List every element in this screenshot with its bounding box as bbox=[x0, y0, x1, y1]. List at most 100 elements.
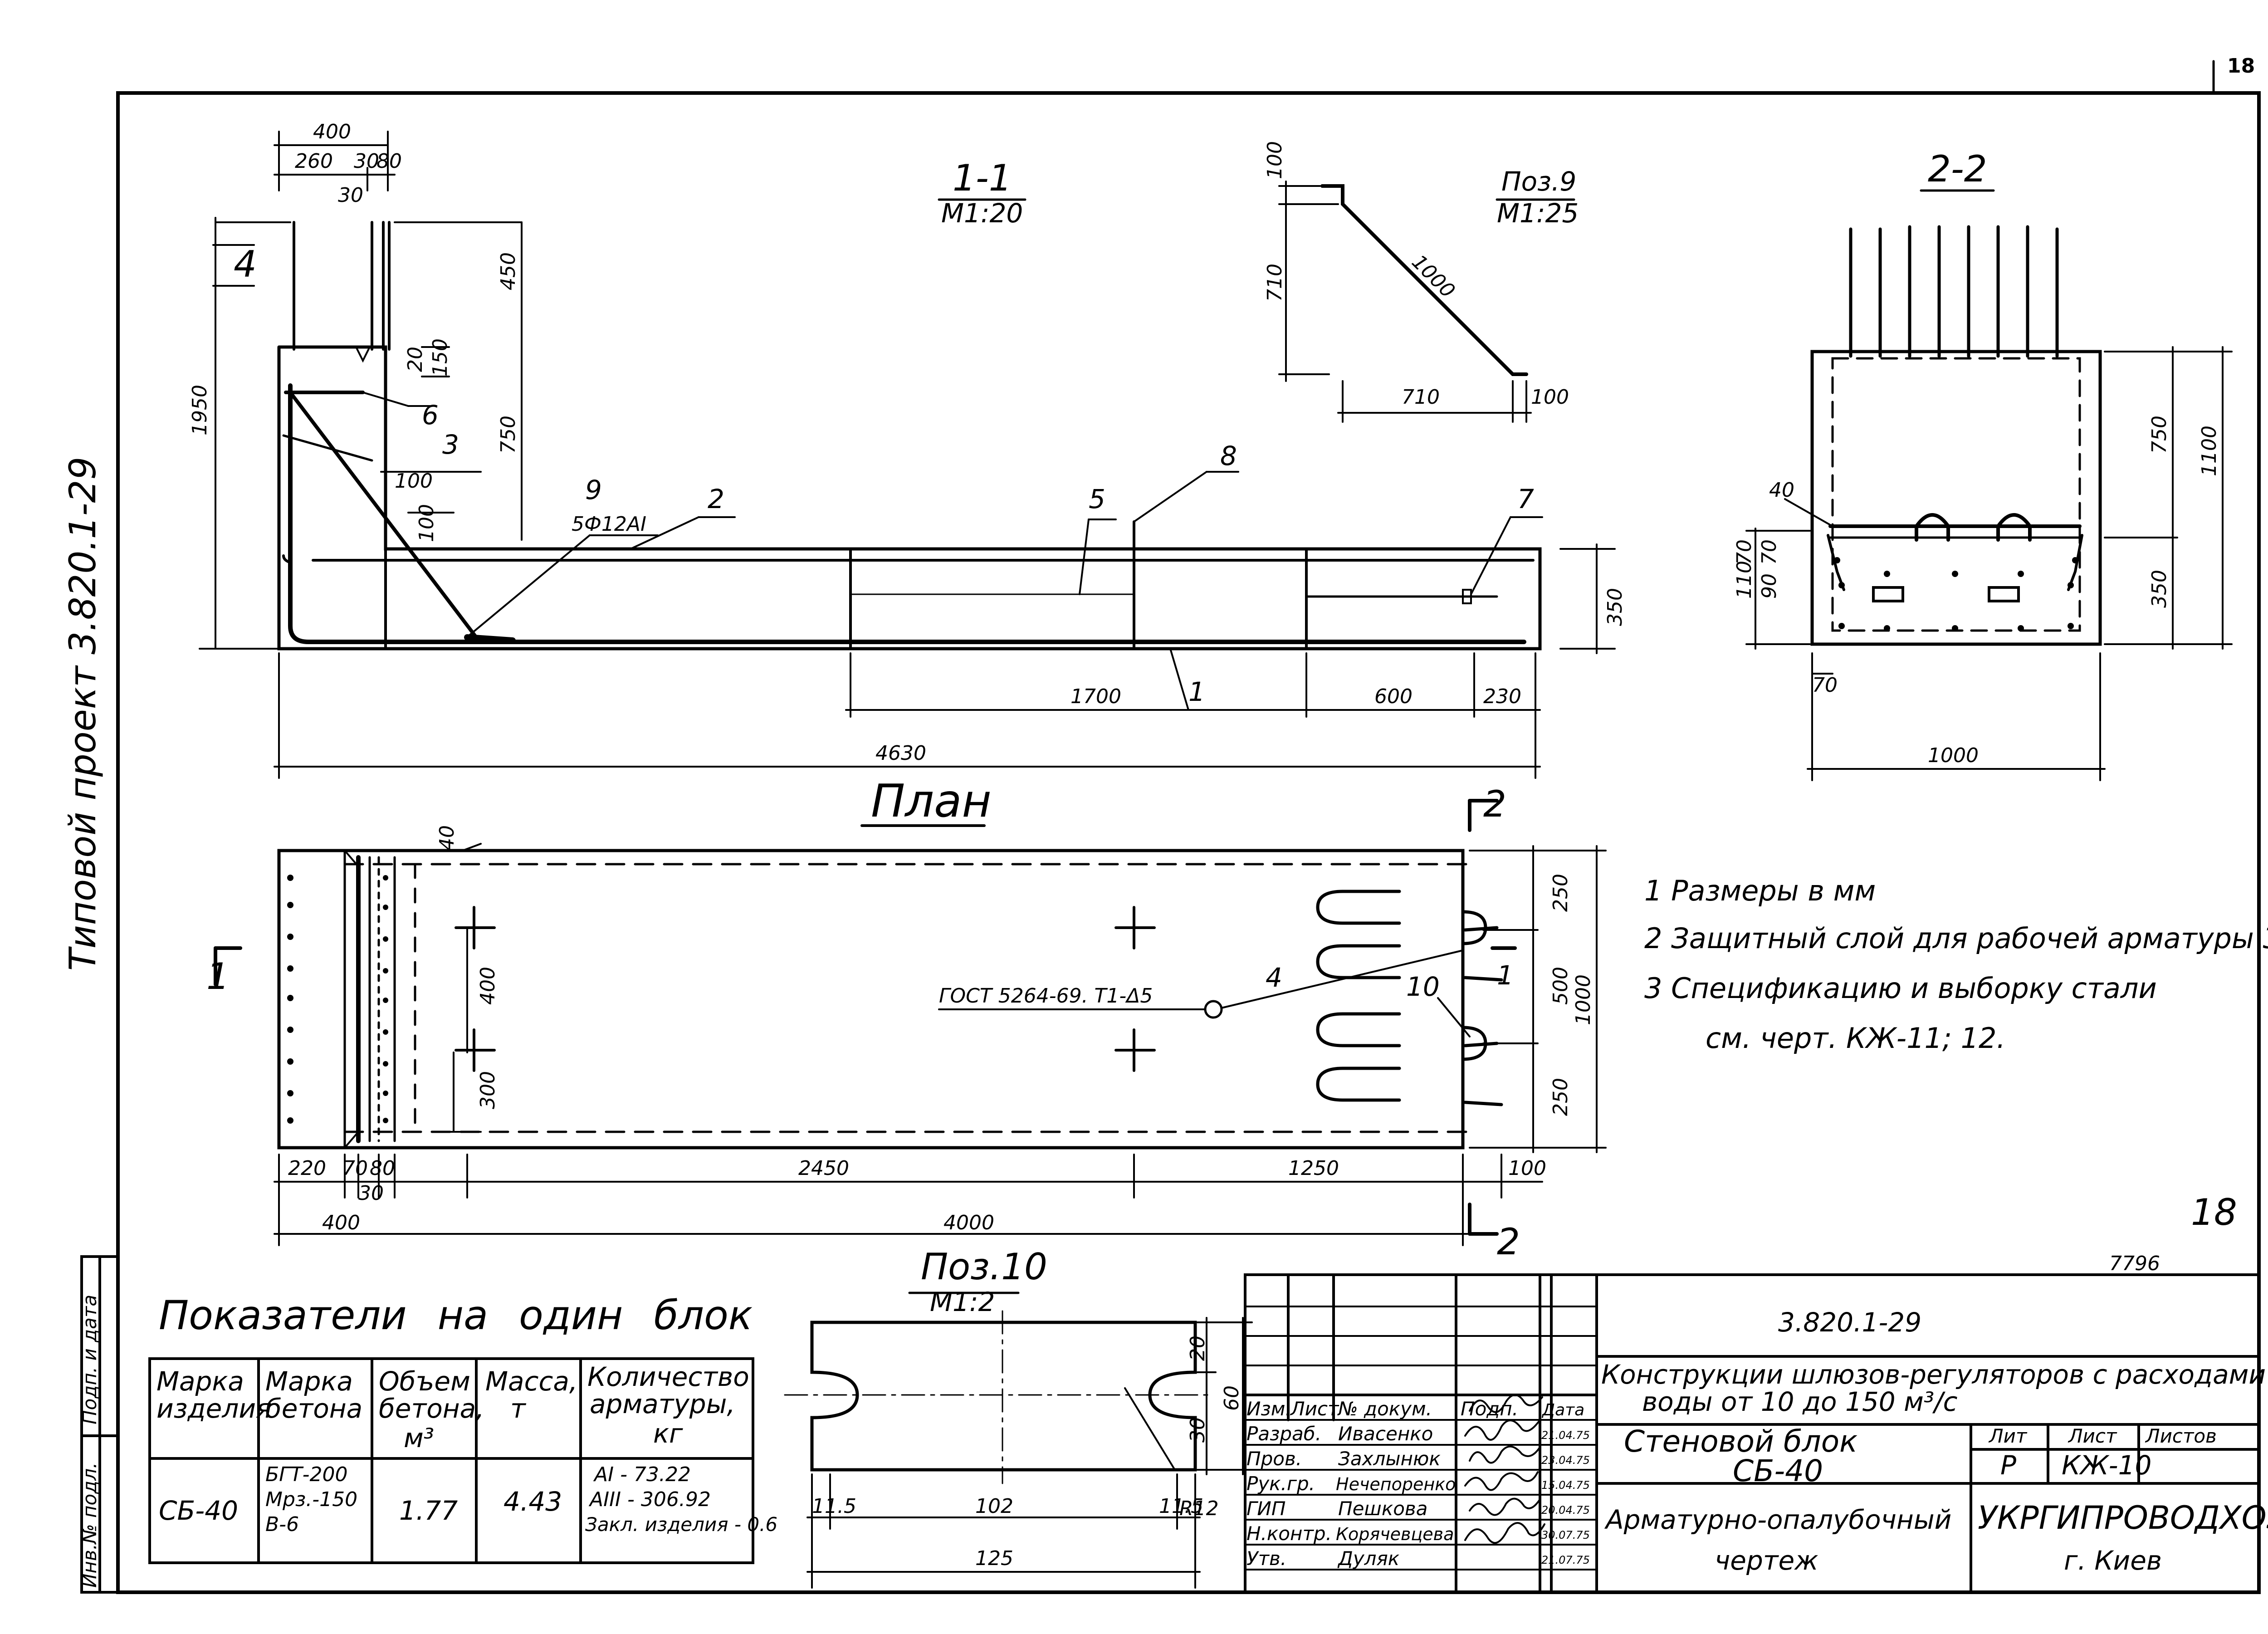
dim-label: 250 bbox=[1549, 1078, 1572, 1116]
dim-label: 60 bbox=[1220, 1385, 1243, 1411]
notes: 1 Размеры в мм 2 Защитный слой для рабоч… bbox=[1644, 874, 2268, 1055]
col-head: бетона, bbox=[379, 1393, 484, 1424]
col-head: кг bbox=[653, 1418, 683, 1449]
title-block: 3.820.1-29 Конструкции шлюзов-регуляторо… bbox=[1246, 1307, 2268, 1576]
cell: АIII - 306.92 bbox=[588, 1488, 711, 1511]
section-1-1 bbox=[199, 131, 1616, 779]
staff-date: 21.07.75 bbox=[1541, 1554, 1590, 1566]
item-name: Стеновой блок bbox=[1624, 1424, 1857, 1459]
item-mark: СБ-40 bbox=[1733, 1453, 1823, 1488]
dim-label: 125 bbox=[975, 1547, 1013, 1570]
dim-label: 750 bbox=[497, 416, 520, 454]
dim-label: 11.5 bbox=[812, 1495, 856, 1518]
plan-outline bbox=[277, 849, 1465, 1150]
cell: СБ-40 bbox=[159, 1495, 238, 1526]
dim-label: 350 bbox=[1603, 588, 1627, 626]
staff-date: 20.04.75 bbox=[1541, 1504, 1590, 1517]
dim-label: 100 bbox=[395, 470, 433, 493]
staff-name: Дуляк bbox=[1337, 1547, 1400, 1570]
dim-label: 80 bbox=[376, 150, 402, 173]
dim-label: 70 bbox=[1733, 539, 1756, 565]
section-1-1-labels: 1-1 М1:20 400 260 30 80 30 4 1950 450 75… bbox=[188, 120, 1627, 765]
dim-label: 2450 bbox=[798, 1157, 849, 1180]
plan-hooks bbox=[1316, 890, 1503, 1106]
section-2-2 bbox=[1745, 189, 2233, 781]
drawing-type-2: чертеж bbox=[1715, 1545, 1818, 1576]
col-head: изделия bbox=[156, 1393, 272, 1424]
col-head: Лист bbox=[1290, 1398, 1339, 1420]
lit-value: Р bbox=[2000, 1450, 2016, 1481]
sheet-mark-small: 18 bbox=[2191, 1191, 2237, 1233]
position-label: 4 bbox=[234, 243, 257, 285]
staff-name: Захлынюк bbox=[1338, 1448, 1441, 1470]
dim-label: 150 bbox=[429, 338, 452, 377]
project-title-2: воды от 10 до 150 м³/с bbox=[1642, 1386, 1958, 1417]
staff-name: Пешкова bbox=[1338, 1497, 1427, 1520]
note-line: 3 Спецификацию и выборку стали bbox=[1644, 972, 2157, 1005]
dim-label: 1100 bbox=[2198, 426, 2221, 476]
dim-label: 1250 bbox=[1288, 1157, 1339, 1180]
section-2-2-outline bbox=[1810, 350, 2102, 646]
cell: БГТ-200 bbox=[265, 1463, 347, 1486]
col-head: Дата bbox=[1541, 1401, 1584, 1419]
page-number: 18 bbox=[2227, 54, 2255, 78]
dim-label: 102 bbox=[975, 1495, 1013, 1518]
position-leaders bbox=[212, 244, 1543, 711]
staff-date: 23.04.75 bbox=[1541, 1454, 1590, 1467]
dim-label: 40 bbox=[1769, 479, 1794, 502]
poz10-outline bbox=[810, 1321, 1197, 1472]
sheet-frame bbox=[116, 60, 2261, 1594]
note-line: 2 Защитный слой для рабочей арматуры 30м… bbox=[1644, 922, 2268, 955]
position-label: 8 bbox=[1220, 440, 1237, 471]
lit-head: Листов bbox=[2145, 1425, 2217, 1447]
plan-view bbox=[214, 799, 1607, 1246]
indicators-table-grid bbox=[148, 1357, 754, 1564]
plan-dims bbox=[274, 843, 1607, 1246]
side-project-label: Типовой проект 3.820.1-29 bbox=[62, 457, 104, 971]
section-mark: 1 bbox=[1497, 960, 1514, 991]
col-head: № докум. bbox=[1337, 1398, 1432, 1420]
dim-label: 400 bbox=[313, 120, 351, 143]
poz10-labels: Поз.10 М1:2 20 60 30 11.5 102 11.5 125 R… bbox=[812, 1246, 1243, 1570]
dim-label: 30 bbox=[358, 1182, 384, 1205]
dim-label: 600 bbox=[1374, 685, 1413, 708]
dim-label: 80 bbox=[370, 1157, 395, 1180]
lit-head: Лист bbox=[2068, 1425, 2117, 1447]
lifting-crosses bbox=[455, 906, 1156, 1072]
section-1-1-title: 1-1 bbox=[953, 157, 1012, 199]
dim-label: 30 bbox=[354, 150, 379, 173]
dim-label: 110 bbox=[1733, 561, 1756, 599]
position-label: 1 bbox=[1188, 676, 1205, 707]
dim-label: 11.5 bbox=[1159, 1495, 1203, 1518]
poz10-scale: М1:2 bbox=[930, 1287, 995, 1317]
note-line: см. черт. КЖ-11; 12. bbox=[1706, 1022, 2005, 1055]
staff-name: Корячевцева bbox=[1336, 1524, 1454, 1544]
section-mark: 2 bbox=[1483, 783, 1506, 825]
col-head: Марка bbox=[265, 1366, 353, 1397]
position-label: 3 bbox=[442, 429, 459, 460]
indicators: Показатели на один блок Марка изделия Ма… bbox=[156, 1292, 777, 1536]
drawing-type-1: Арматурно-опалубочный bbox=[1604, 1504, 1951, 1535]
dim-label: 4630 bbox=[875, 742, 926, 765]
dim-label: 100 bbox=[1531, 386, 1569, 409]
poz9-labels: Поз.9 М1:25 100 710 1000 710 100 bbox=[1263, 141, 1579, 409]
col-head: арматуры, bbox=[590, 1389, 735, 1419]
dim-lines bbox=[199, 131, 1616, 779]
dim-label: 70 bbox=[1758, 539, 1781, 565]
staff-role: Н.контр. bbox=[1246, 1522, 1332, 1545]
dim-label: 20 bbox=[404, 347, 427, 372]
stamp-inv-no: Инв.№ подл. bbox=[78, 1463, 101, 1588]
dim-label: 300 bbox=[476, 1071, 499, 1109]
staff-role: Рук.гр. bbox=[1246, 1473, 1315, 1495]
rebar-label: 5Ф12АI bbox=[572, 513, 646, 536]
section-mark: 1 bbox=[206, 955, 230, 998]
position-label: 5 bbox=[1089, 484, 1105, 514]
col-head: Подп. bbox=[1461, 1398, 1518, 1420]
dim-label: 100 bbox=[1263, 141, 1286, 179]
city: г. Киев bbox=[2064, 1545, 2162, 1576]
staff-role: Утв. bbox=[1246, 1547, 1286, 1570]
position-label: 9 bbox=[585, 475, 602, 505]
project-title-1: Конструкции шлюзов-регуляторов с расхода… bbox=[1601, 1359, 2266, 1390]
dim-label: 4000 bbox=[943, 1211, 994, 1234]
